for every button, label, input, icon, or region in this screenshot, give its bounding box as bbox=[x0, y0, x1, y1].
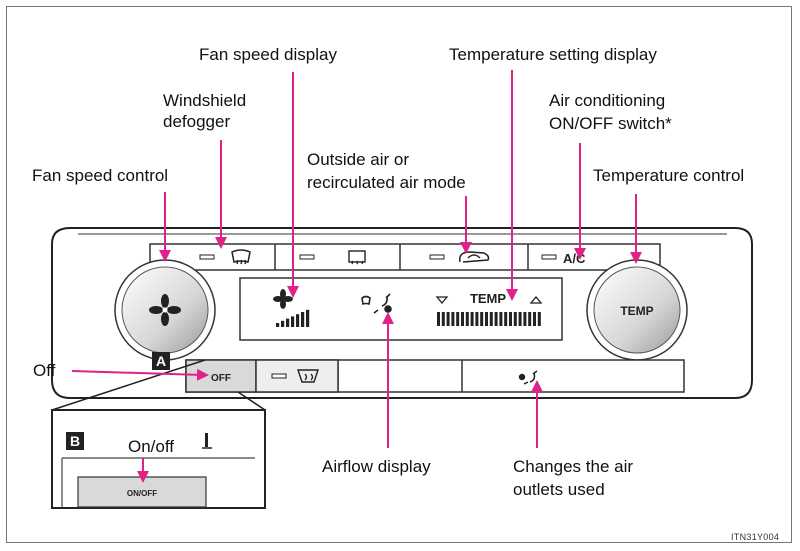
temp-up-indicator bbox=[529, 295, 543, 304]
off-button-label: OFF bbox=[211, 373, 231, 384]
label-on-off: On/off bbox=[128, 437, 174, 456]
diagram-frame bbox=[6, 6, 792, 543]
front-defrost-icon bbox=[297, 369, 319, 383]
inset-b-inner bbox=[61, 457, 255, 508]
led-ac bbox=[541, 254, 557, 260]
fan-speed-bar bbox=[301, 312, 305, 327]
label-changes-outlets-1: Changes the air bbox=[513, 457, 634, 476]
led-rear-defogger bbox=[299, 254, 315, 260]
led-recirc bbox=[429, 254, 445, 260]
onoff-button-label: ON/OFF bbox=[127, 489, 157, 498]
temperature-bar bbox=[533, 312, 536, 326]
callout-arrows bbox=[71, 70, 642, 483]
temp-display-label: TEMP bbox=[470, 291, 506, 306]
temperature-bars bbox=[437, 312, 541, 326]
temperature-bar bbox=[528, 312, 532, 326]
inset-indicator bbox=[205, 433, 208, 447]
front-defrost-button-area bbox=[255, 359, 339, 393]
rear-defogger-icon bbox=[348, 250, 366, 265]
temperature-bar bbox=[441, 312, 445, 326]
temperature-bar bbox=[504, 312, 508, 326]
temperature-bar bbox=[494, 312, 498, 326]
fan-speed-bar bbox=[306, 309, 310, 327]
windshield-defogger-icon bbox=[231, 249, 251, 265]
label-fan-speed-display: Fan speed display bbox=[199, 45, 337, 64]
temp-down-indicator bbox=[435, 296, 449, 305]
temperature-knob bbox=[593, 266, 681, 354]
temperature-bar bbox=[451, 312, 455, 326]
fan-speed-bars bbox=[276, 309, 310, 327]
temperature-bar bbox=[518, 312, 522, 326]
badge-b-label: B bbox=[70, 433, 80, 449]
temperature-bar bbox=[480, 312, 484, 326]
label-air-conditioning-2: ON/OFF switch* bbox=[549, 114, 672, 133]
temperature-bar bbox=[499, 312, 503, 326]
label-windshield-defogger-1: Windshield bbox=[163, 91, 247, 110]
label-changes-outlets-2: outlets used bbox=[513, 480, 605, 499]
fan-speed-bar bbox=[286, 318, 290, 327]
recirculation-icon bbox=[458, 251, 490, 263]
temperature-bar bbox=[513, 312, 517, 326]
badge-a-label: A bbox=[156, 353, 166, 369]
fan-speed-bar bbox=[296, 314, 300, 327]
center-display bbox=[239, 277, 563, 341]
fan-icon bbox=[149, 294, 181, 326]
inset-b-leader bbox=[51, 359, 266, 411]
temperature-bar bbox=[489, 312, 493, 326]
led-defogger bbox=[199, 254, 215, 260]
fan-speed-bar bbox=[291, 316, 295, 327]
label-outside-air-2: recirculated air mode bbox=[307, 173, 466, 192]
temperature-bar bbox=[475, 312, 479, 326]
label-temperature-control: Temperature control bbox=[593, 166, 745, 185]
temperature-bar bbox=[537, 312, 541, 326]
temp-knob-label: TEMP bbox=[620, 304, 653, 318]
fan-speed-bar bbox=[281, 320, 285, 327]
label-outside-air-1: Outside air or bbox=[307, 150, 410, 169]
temperature-bar bbox=[465, 312, 469, 326]
temperature-bar bbox=[437, 312, 440, 326]
temperature-bar bbox=[461, 312, 464, 326]
label-fan-speed-control: Fan speed control bbox=[32, 166, 169, 185]
fan-speed-bar bbox=[276, 323, 280, 327]
outlet-mode-icon bbox=[518, 370, 538, 385]
temperature-bar bbox=[470, 312, 474, 326]
reference-code: ITN31Y004 bbox=[731, 532, 780, 542]
label-air-conditioning-1: Air conditioning bbox=[549, 91, 666, 110]
label-windshield-defogger-2: defogger bbox=[163, 112, 231, 131]
arrow-off bbox=[71, 368, 209, 381]
led-front-defrost bbox=[271, 373, 287, 379]
temperature-bar bbox=[523, 312, 527, 326]
label-off: Off bbox=[33, 361, 56, 380]
temperature-bar bbox=[485, 312, 488, 326]
label-airflow-display: Airflow display bbox=[322, 457, 431, 476]
ac-label: A/C bbox=[563, 251, 586, 266]
temperature-bar bbox=[456, 312, 460, 326]
badge-a-box bbox=[152, 352, 170, 370]
temperature-bar bbox=[509, 312, 512, 326]
temperature-bar bbox=[446, 312, 450, 326]
badge-b-box bbox=[66, 432, 84, 450]
label-temperature-setting-display: Temperature setting display bbox=[449, 45, 657, 64]
